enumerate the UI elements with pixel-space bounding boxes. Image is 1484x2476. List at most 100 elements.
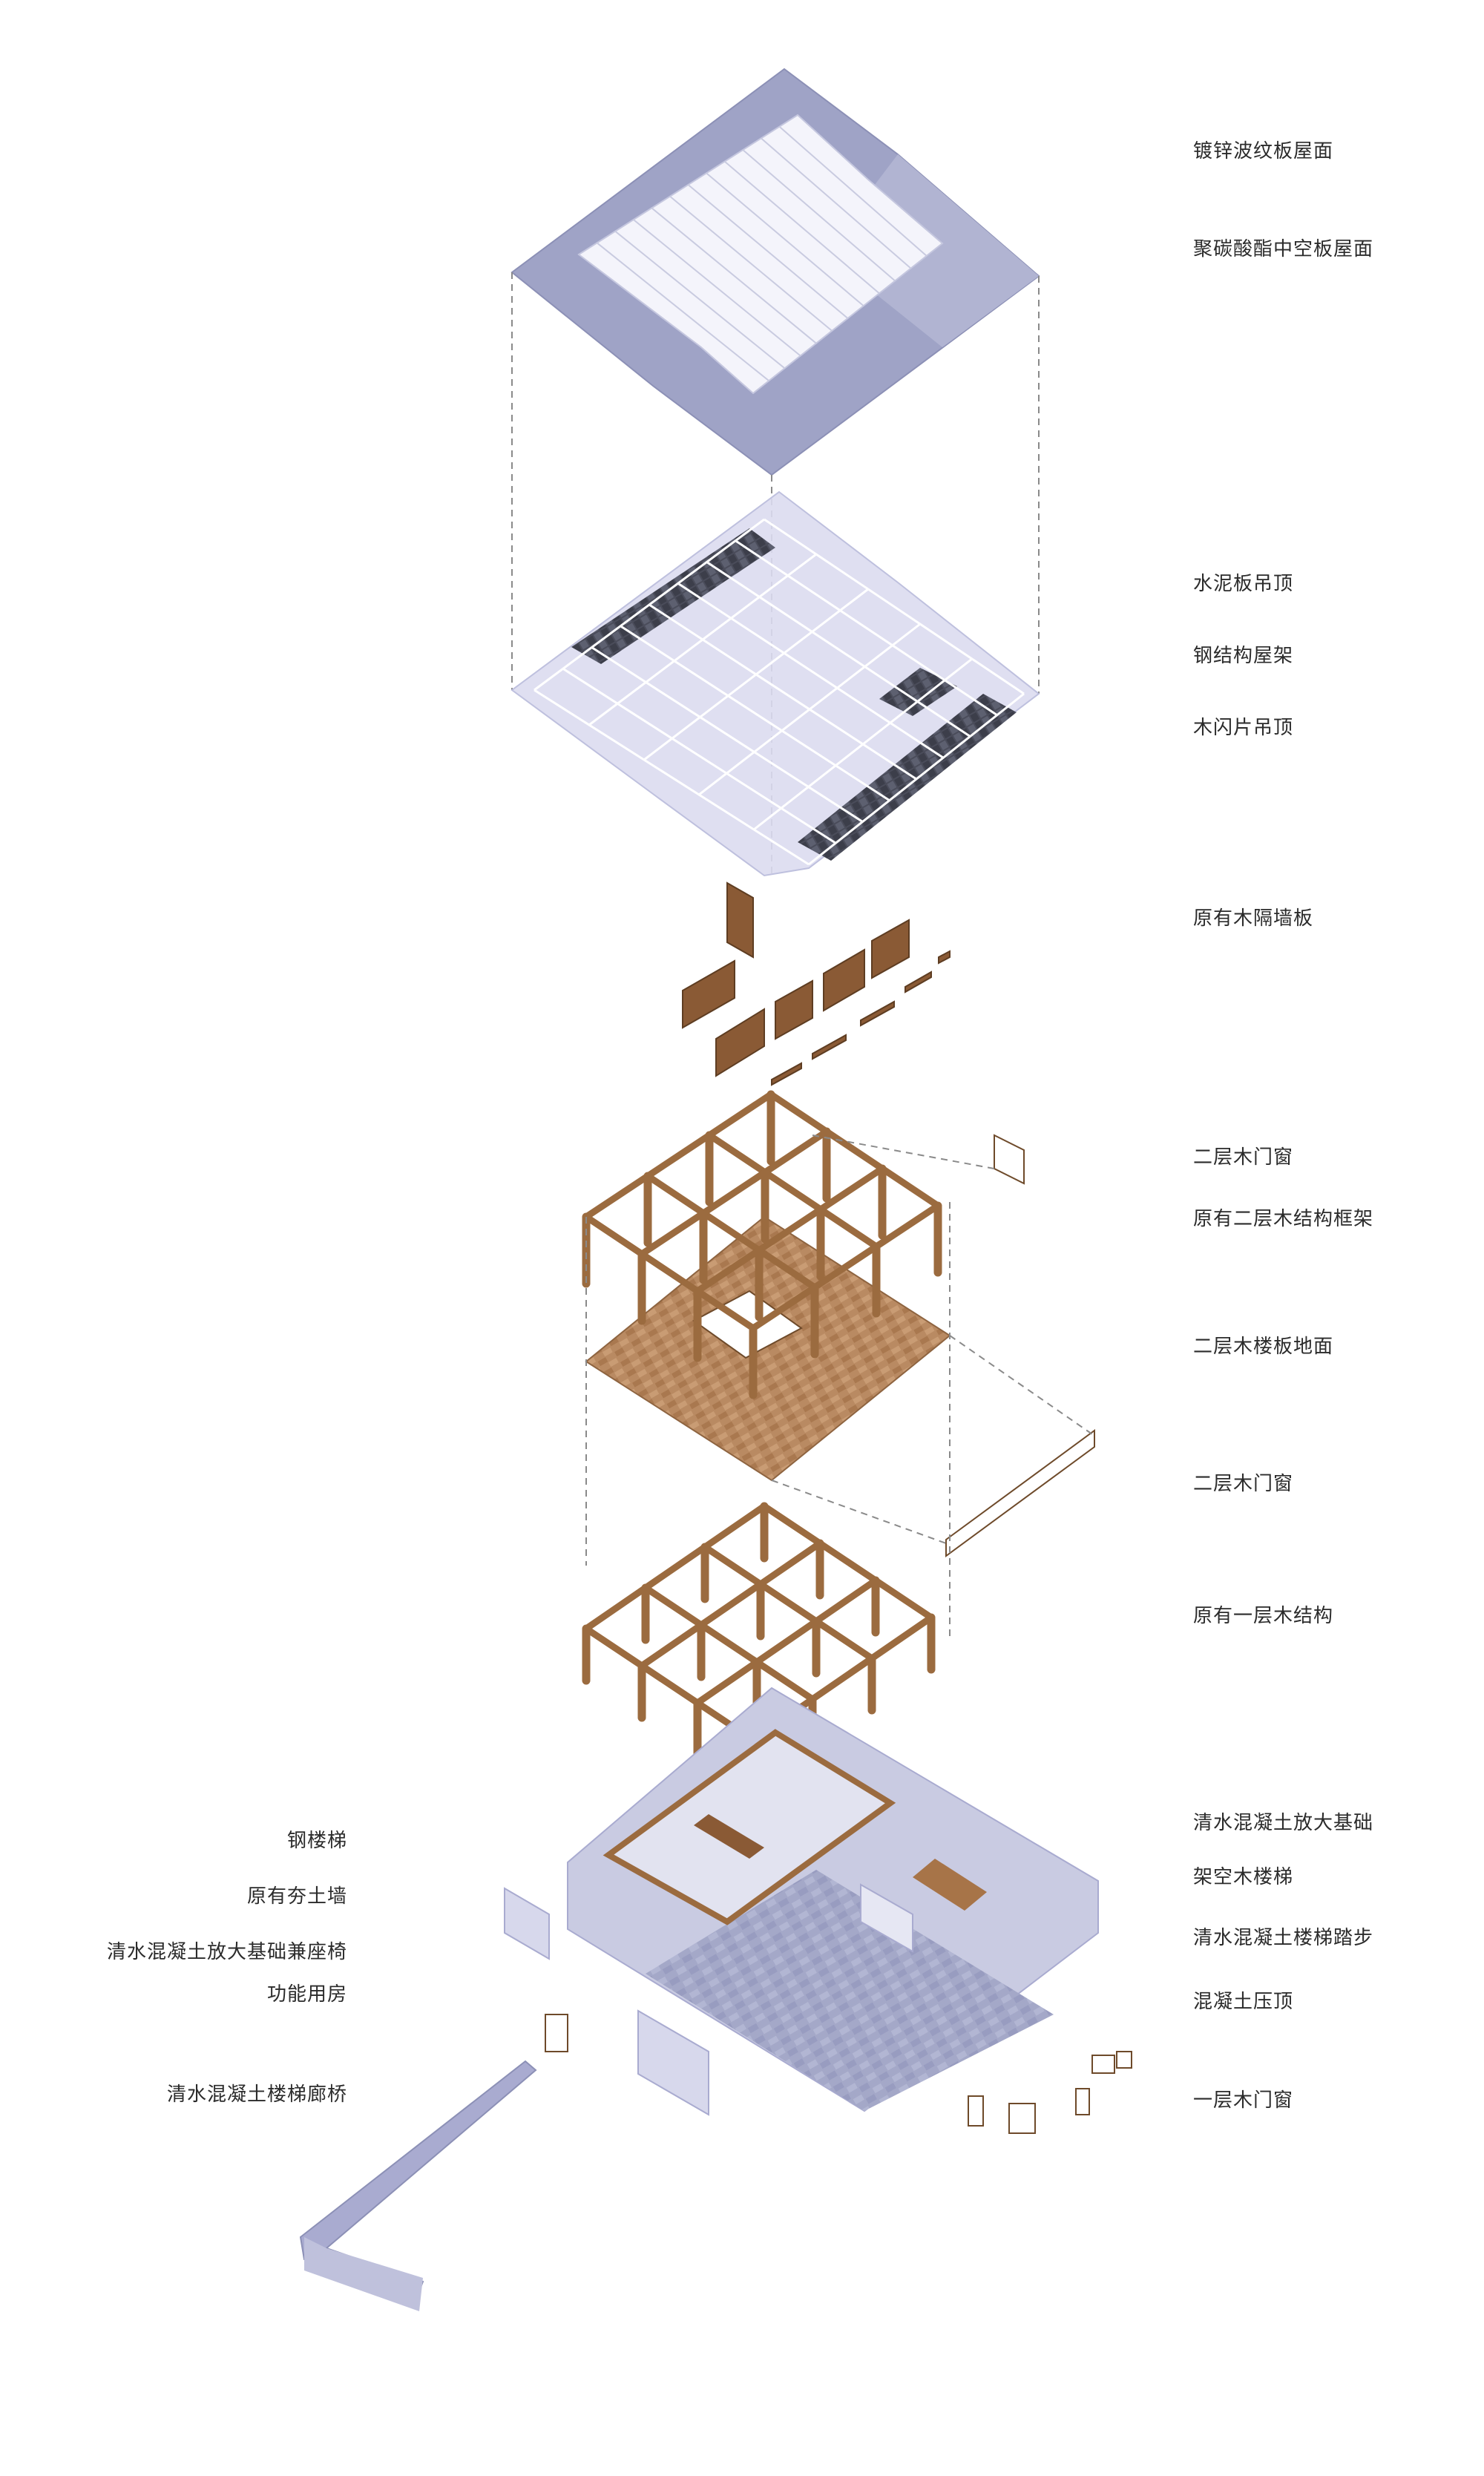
- label-wood-shingle-ceiling: 木闪片吊顶: [1193, 717, 1294, 739]
- concrete-stair-bridge: [299, 2060, 537, 2311]
- ceiling-board: [510, 490, 1040, 877]
- partition-panel: [860, 1000, 895, 1027]
- roof-rib: [724, 160, 880, 295]
- timber-beam: [582, 1213, 757, 1332]
- truss-member: [588, 553, 817, 726]
- label-original-timber-partition: 原有木隔墙板: [1193, 907, 1314, 930]
- truss-member: [764, 518, 1025, 695]
- raised-platform: [603, 1729, 896, 1925]
- partition-panel: [715, 1008, 765, 1077]
- partition-panel: [871, 919, 910, 979]
- timber-partition-layer: [682, 881, 951, 1086]
- roof-rib: [633, 219, 801, 357]
- roof-panel-ribs: [596, 125, 928, 381]
- timber-beam: [701, 1543, 876, 1662]
- label-raised-timber-stair: 架空木楼梯: [1193, 1866, 1294, 1888]
- roof-layer: [510, 68, 1040, 476]
- roof-rib: [651, 207, 817, 344]
- ground-layer: [504, 1687, 1099, 2116]
- second-floor-timber-frame: [582, 1090, 942, 1399]
- roof-rib: [687, 184, 849, 319]
- wood-shingle-ceiling-right: [798, 694, 1017, 861]
- label-steel-stair: 钢楼梯: [286, 1830, 347, 1852]
- timber-beam: [761, 1503, 935, 1621]
- wood-shingle-ceiling-small: [879, 668, 957, 716]
- label-concrete-enlarged-footing: 清水混凝土放大基础: [1193, 1812, 1374, 1834]
- ground-floor-windows: [545, 2014, 1132, 2134]
- label-concrete-coping: 混凝土压顶: [1193, 1991, 1294, 2013]
- truss-member: [643, 588, 869, 761]
- timber-beam: [642, 1584, 816, 1703]
- truss-member: [533, 518, 765, 692]
- label-second-floor-wood-windows-2: 二层木门窗: [1193, 1473, 1294, 1495]
- label-second-floor-timber-deck: 二层木楼板地面: [1193, 1336, 1334, 1358]
- partition-panel: [726, 881, 754, 959]
- timber-beam: [694, 1165, 886, 1295]
- projection-lines: [585, 1134, 1095, 1640]
- roof-rib: [669, 195, 833, 332]
- label-first-floor-wood-windows: 一层木门窗: [1193, 2089, 1294, 2112]
- label-concrete-stair-treads: 清水混凝土楼梯踏步: [1193, 1927, 1374, 1949]
- timber-beam: [638, 1540, 824, 1669]
- label-function-room: 功能用房: [266, 1983, 347, 2006]
- timber-beam: [582, 1503, 768, 1632]
- timber-beam: [582, 1091, 775, 1221]
- partition-panel: [812, 1034, 847, 1060]
- wood-stair-steps: [913, 1859, 987, 1911]
- roof-rib: [761, 137, 912, 269]
- label-steel-roof-truss: 钢结构屋架: [1193, 645, 1294, 667]
- partition-panel: [904, 971, 932, 994]
- truss-member: [735, 539, 998, 716]
- timber-beam: [767, 1091, 942, 1209]
- second-floor-layer: [582, 1090, 1095, 1557]
- timber-beam: [706, 1132, 880, 1250]
- timber-beam: [694, 1577, 879, 1707]
- concrete-slab-floor: [646, 1870, 1054, 2111]
- ceiling-layer: [510, 490, 1040, 877]
- timber-beam: [644, 1172, 818, 1291]
- truss-member: [533, 689, 810, 866]
- label-second-floor-wood-windows: 二层木门窗: [1193, 1146, 1294, 1169]
- label-original-rammed-earth-wall: 原有夯土墙: [246, 1885, 347, 1908]
- truss-member: [808, 692, 1025, 866]
- partition-panel: [775, 979, 813, 1040]
- roof-rib: [742, 149, 896, 282]
- rammed-earth-wall-south: [637, 2009, 709, 2116]
- truss-member: [706, 561, 971, 738]
- partition-panel: [682, 959, 735, 1029]
- rammed-earth-wall: [504, 1887, 550, 1960]
- label-galvanized-corrugated-roof: 镀锌波纹板屋面: [1193, 140, 1334, 162]
- label-cement-board-ceiling: 水泥板吊顶: [1193, 573, 1294, 595]
- truss-member: [753, 657, 973, 831]
- truss-member: [677, 582, 945, 759]
- steel-stair: [694, 1814, 764, 1859]
- partition-panel: [771, 1062, 802, 1086]
- timber-beam: [582, 1625, 757, 1744]
- roof-rib: [778, 125, 928, 257]
- steel-roof-truss: [533, 518, 1025, 866]
- first-floor-timber-structure: [582, 1502, 936, 1796]
- partition-panel: [823, 948, 865, 1012]
- truss-member: [591, 646, 864, 823]
- second-floor-window-upper: [994, 1134, 1025, 1185]
- roof-polycarbonate-panel: [577, 114, 944, 395]
- wood-shingle-ceiling-left: [571, 528, 775, 664]
- second-floor-window-strip: [945, 1429, 1095, 1557]
- label-second-floor-timber-frame: 原有二层木结构框架: [1193, 1208, 1374, 1230]
- label-concrete-footing-seating: 清水混凝土放大基础兼座椅: [106, 1941, 347, 1963]
- label-concrete-stair-bridge: 清水混凝土楼梯廊桥: [166, 2083, 347, 2106]
- roof-rib: [596, 242, 769, 381]
- truss-member: [620, 625, 890, 802]
- function-room-box: [860, 1883, 913, 1953]
- label-first-floor-timber-structure: 原有一层木结构: [1193, 1605, 1334, 1627]
- timber-beam: [638, 1128, 830, 1258]
- roof-rib: [614, 230, 786, 370]
- timber-beam: [749, 1202, 942, 1332]
- truss-member: [649, 603, 917, 781]
- label-polycarbonate-roof: 聚碳酸酯中空板屋面: [1193, 238, 1374, 260]
- truss-member: [562, 667, 837, 844]
- roof-rib: [706, 172, 864, 306]
- truss-member: [698, 623, 921, 796]
